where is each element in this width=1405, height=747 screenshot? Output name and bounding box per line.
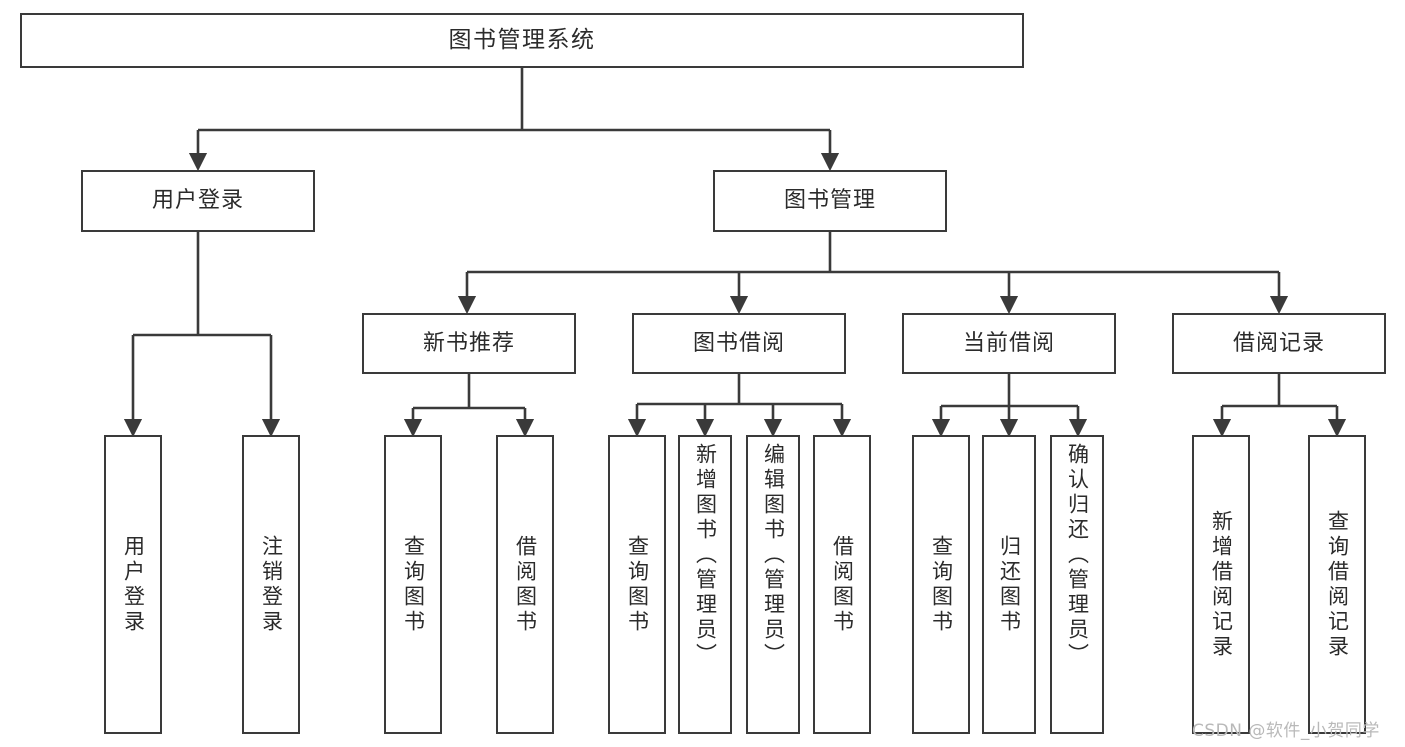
node-label: 编辑图书（管理员） xyxy=(761,443,786,668)
node-book-management[interactable]: 图书管理 xyxy=(713,170,947,232)
node-root-system[interactable]: 图书管理系统 xyxy=(20,13,1024,68)
node-label: 用户登录 xyxy=(151,188,244,214)
node-label: 借阅记录 xyxy=(1232,330,1325,356)
node-leaf-query-book-borrow[interactable]: 查询图书 xyxy=(608,435,666,734)
node-label: 注销登录 xyxy=(259,534,284,635)
node-new-book-recommend[interactable]: 新书推荐 xyxy=(362,313,576,374)
node-leaf-return-book[interactable]: 归还图书 xyxy=(982,435,1036,734)
node-label: 借阅图书 xyxy=(830,534,855,635)
csdn-watermark: CSDN @软件_小贺同学 xyxy=(1192,721,1380,741)
node-label: 新书推荐 xyxy=(422,330,515,356)
node-label: 查询借阅记录 xyxy=(1325,509,1350,660)
node-current-borrow[interactable]: 当前借阅 xyxy=(902,313,1116,374)
node-label: 归还图书 xyxy=(997,534,1022,635)
node-user-login[interactable]: 用户登录 xyxy=(81,170,315,232)
node-label: 图书管理系统 xyxy=(448,26,596,53)
node-leaf-add-borrow-record[interactable]: 新增借阅记录 xyxy=(1192,435,1250,734)
node-leaf-edit-book-admin[interactable]: 编辑图书（管理员） xyxy=(746,435,800,734)
node-borrow-record[interactable]: 借阅记录 xyxy=(1172,313,1386,374)
node-label: 用户登录 xyxy=(121,534,146,635)
node-leaf-query-book-current[interactable]: 查询图书 xyxy=(912,435,970,734)
node-label: 新增图书（管理员） xyxy=(693,443,718,668)
node-leaf-logout[interactable]: 注销登录 xyxy=(242,435,300,734)
node-leaf-borrow-book-recommend[interactable]: 借阅图书 xyxy=(496,435,554,734)
node-label: 查询图书 xyxy=(929,534,954,635)
node-label: 图书借阅 xyxy=(692,330,785,356)
node-leaf-add-book-admin[interactable]: 新增图书（管理员） xyxy=(678,435,732,734)
node-leaf-borrow-book[interactable]: 借阅图书 xyxy=(813,435,871,734)
node-book-borrow[interactable]: 图书借阅 xyxy=(632,313,846,374)
node-label: 图书管理 xyxy=(783,188,876,214)
node-label: 当前借阅 xyxy=(962,330,1055,356)
node-leaf-query-borrow-record[interactable]: 查询借阅记录 xyxy=(1308,435,1366,734)
node-leaf-confirm-return-admin[interactable]: 确认归还（管理员） xyxy=(1050,435,1104,734)
node-leaf-user-login[interactable]: 用户登录 xyxy=(104,435,162,734)
node-label: 确认归还（管理员） xyxy=(1065,443,1090,668)
node-leaf-query-book-recommend[interactable]: 查询图书 xyxy=(384,435,442,734)
node-label: 借阅图书 xyxy=(513,534,538,635)
node-label: 新增借阅记录 xyxy=(1209,509,1234,660)
node-label: 查询图书 xyxy=(401,534,426,635)
node-label: 查询图书 xyxy=(625,534,650,635)
